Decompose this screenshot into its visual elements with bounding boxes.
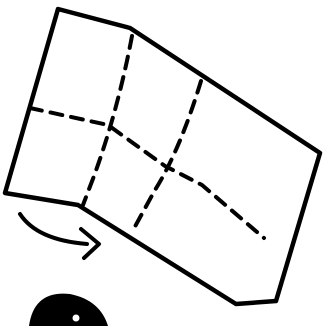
paper-sheet-outline [5, 9, 320, 304]
horizontal-fold-line [30, 108, 264, 238]
circle-filled-icon [29, 294, 108, 326]
vertical-fold-line-right [132, 81, 201, 232]
dot-highlight [73, 315, 80, 322]
rotation-arrow-curve [20, 214, 87, 244]
